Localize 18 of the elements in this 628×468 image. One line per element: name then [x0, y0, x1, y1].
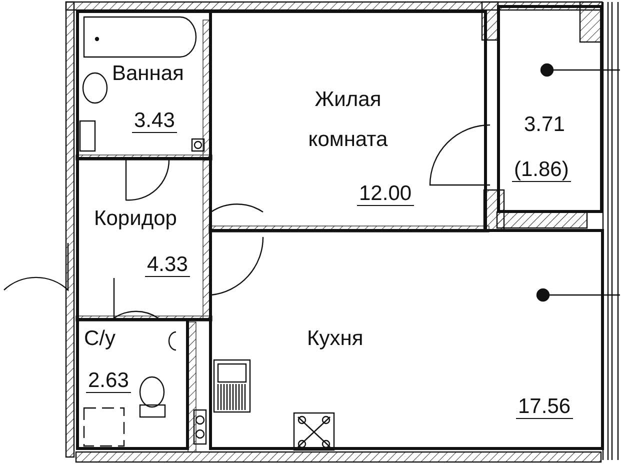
room-name: Ванная — [112, 62, 184, 86]
area-value: 3.43 — [132, 109, 177, 134]
room-outline — [497, 5, 603, 213]
area-value: (1.86) — [512, 158, 571, 182]
area-value: 4.33 — [145, 253, 190, 278]
room-name: Коридор — [94, 207, 177, 230]
room-name: С/у — [84, 327, 116, 350]
room-outline — [76, 10, 212, 160]
room-outline — [76, 318, 189, 450]
area-value: 3.71 — [524, 113, 565, 136]
room-outline — [209, 10, 487, 232]
room-name: Кухня — [307, 327, 364, 350]
room-name: Жилая комната — [307, 87, 389, 153]
room-outline — [209, 229, 604, 450]
room-outline — [76, 157, 212, 321]
area-value: 2.63 — [86, 369, 131, 394]
area-value: 17.56 — [516, 395, 573, 420]
area-value: 12.00 — [357, 182, 414, 206]
